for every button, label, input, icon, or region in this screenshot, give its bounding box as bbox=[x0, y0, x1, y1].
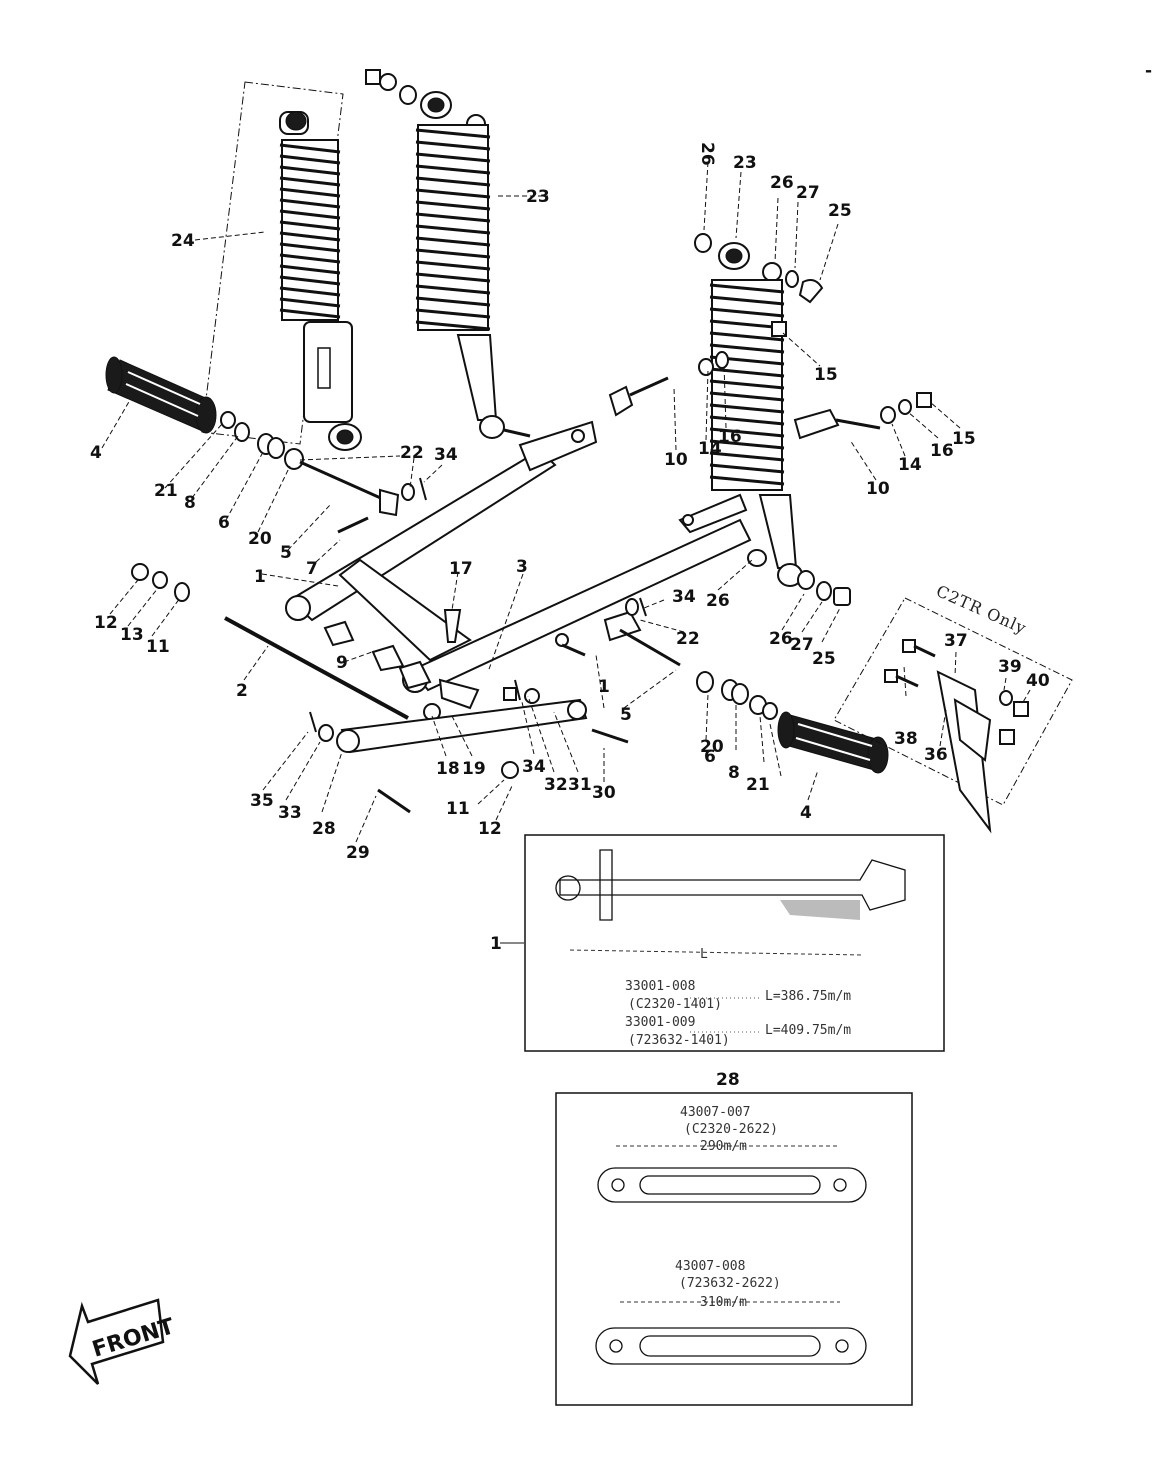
rod-variant-2-partno: 43007-008 bbox=[675, 1259, 745, 1274]
rod-variant-1-partno: 43007-007 bbox=[680, 1105, 750, 1120]
callout-28: 28 bbox=[312, 819, 336, 839]
swing-arm bbox=[285, 420, 752, 693]
callout-1: 1 bbox=[254, 567, 266, 587]
callout-19: 19 bbox=[462, 759, 486, 779]
callout-34: 34 bbox=[434, 445, 458, 465]
callout-10b: 10 bbox=[866, 479, 890, 499]
callout-20: 20 bbox=[248, 529, 272, 549]
left-hardware bbox=[131, 411, 480, 721]
callout-17: 17 bbox=[449, 559, 473, 579]
callout-33: 33 bbox=[278, 803, 302, 823]
callout-16b: 16 bbox=[930, 441, 954, 461]
c2tr-only-label: C2TR Only bbox=[933, 581, 1029, 638]
callout-37: 37 bbox=[944, 631, 968, 651]
callout-21b: 21 bbox=[746, 775, 770, 795]
swingarm-variant-1-partno: 33001-008 bbox=[625, 979, 695, 994]
callout-11: 11 bbox=[146, 637, 170, 657]
callout-4b: 4 bbox=[800, 803, 812, 823]
rod-variant-2-model: (723632-2622) bbox=[679, 1276, 781, 1291]
callout-1c: 1 bbox=[490, 934, 502, 954]
dimension-L-label: L bbox=[700, 947, 708, 962]
front-marker: FRONT bbox=[68, 1298, 177, 1385]
callout-30: 30 bbox=[592, 783, 616, 803]
callout-26d: 26 bbox=[769, 629, 793, 649]
callout-23b: 23 bbox=[733, 153, 757, 173]
callout-25: 25 bbox=[828, 201, 852, 221]
callout-14b: 14 bbox=[898, 455, 922, 475]
callout-6b: 6 bbox=[704, 747, 716, 767]
page-edge-mark: - bbox=[1145, 61, 1152, 81]
rod-box-header: 28 bbox=[716, 1070, 740, 1090]
callout-16: 16 bbox=[718, 427, 742, 447]
callout-22: 22 bbox=[400, 443, 424, 463]
callout-23: 23 bbox=[526, 187, 550, 207]
callout-40: 40 bbox=[1026, 671, 1050, 691]
c2tr-only-box: C2TR Only bbox=[833, 581, 1073, 834]
callout-39: 39 bbox=[998, 657, 1022, 677]
callout-36: 36 bbox=[924, 745, 948, 765]
callout-10: 10 bbox=[664, 450, 688, 470]
shock-absorber-23-right bbox=[694, 233, 851, 606]
callout-7: 7 bbox=[306, 559, 318, 579]
shock-absorber-23-left bbox=[365, 69, 531, 439]
callout-24: 24 bbox=[171, 231, 195, 251]
callout-8b: 8 bbox=[728, 763, 740, 783]
callout-21: 21 bbox=[154, 481, 178, 501]
swingarm-variant-1-model: (C2320-1401) bbox=[628, 997, 722, 1012]
callout-26b: 26 bbox=[770, 173, 794, 193]
callout-5: 5 bbox=[280, 543, 292, 563]
right-hardware bbox=[603, 321, 932, 720]
swingarm-variant-2-partno: 33001-009 bbox=[625, 1015, 695, 1030]
callout-12: 12 bbox=[94, 613, 118, 633]
swingarm-variant-box: 1 L 33001-008 (C2320-1401) L=386.75m/m 3… bbox=[490, 834, 945, 1052]
rod-variant-1-length: 290m/m bbox=[700, 1139, 747, 1154]
callout-8: 8 bbox=[184, 493, 196, 513]
callout-34b: 34 bbox=[672, 587, 696, 607]
shock-absorber-24 bbox=[201, 81, 362, 451]
callout-15b: 15 bbox=[952, 429, 976, 449]
callout-9: 9 bbox=[336, 653, 348, 673]
callout-31: 31 bbox=[568, 775, 592, 795]
callout-27: 27 bbox=[796, 183, 820, 203]
swingarm-variant-2-spec: L=409.75m/m bbox=[765, 1023, 851, 1038]
callout-18: 18 bbox=[436, 759, 460, 779]
rod-variant-1-model: (C2320-2622) bbox=[684, 1122, 778, 1137]
leader-lines bbox=[101, 161, 1031, 843]
callout-35: 35 bbox=[250, 791, 274, 811]
callout-38: 38 bbox=[894, 729, 918, 749]
callout-6: 6 bbox=[218, 513, 230, 533]
callout-27b: 27 bbox=[790, 635, 814, 655]
callout-26c: 26 bbox=[706, 591, 730, 611]
footrest-rubber-right bbox=[777, 711, 889, 774]
callout-32: 32 bbox=[544, 775, 568, 795]
swingarm-variant-2-model: (723632-1401) bbox=[628, 1033, 730, 1048]
callout-numbers: 24 23 26 23 26 27 25 15 4 21 8 6 20 22 3… bbox=[90, 61, 1152, 863]
callout-25b: 25 bbox=[812, 649, 836, 669]
rod-variant-2-length: 310m/m bbox=[700, 1295, 747, 1310]
callout-1b: 1 bbox=[598, 677, 610, 697]
callout-5b: 5 bbox=[620, 705, 632, 725]
callout-29: 29 bbox=[346, 843, 370, 863]
footrest-rubber-left bbox=[105, 356, 217, 434]
callout-11b: 11 bbox=[446, 799, 470, 819]
callout-2: 2 bbox=[236, 681, 248, 701]
rod-variant-box: 28 43007-007 (C2320-2622) 290m/m 43007-0… bbox=[555, 1070, 913, 1406]
callout-3: 3 bbox=[516, 557, 528, 577]
callout-4: 4 bbox=[90, 443, 102, 463]
callout-14: 14 bbox=[698, 439, 722, 459]
callout-15: 15 bbox=[814, 365, 838, 385]
callout-12b: 12 bbox=[478, 819, 502, 839]
callout-20b: 20 bbox=[700, 737, 724, 757]
callout-13: 13 bbox=[120, 625, 144, 645]
callout-26: 26 bbox=[697, 142, 717, 166]
swingarm-variant-1-spec: L=386.75m/m bbox=[765, 989, 851, 1004]
callout-22b: 22 bbox=[676, 629, 700, 649]
callout-34c: 34 bbox=[522, 757, 546, 777]
